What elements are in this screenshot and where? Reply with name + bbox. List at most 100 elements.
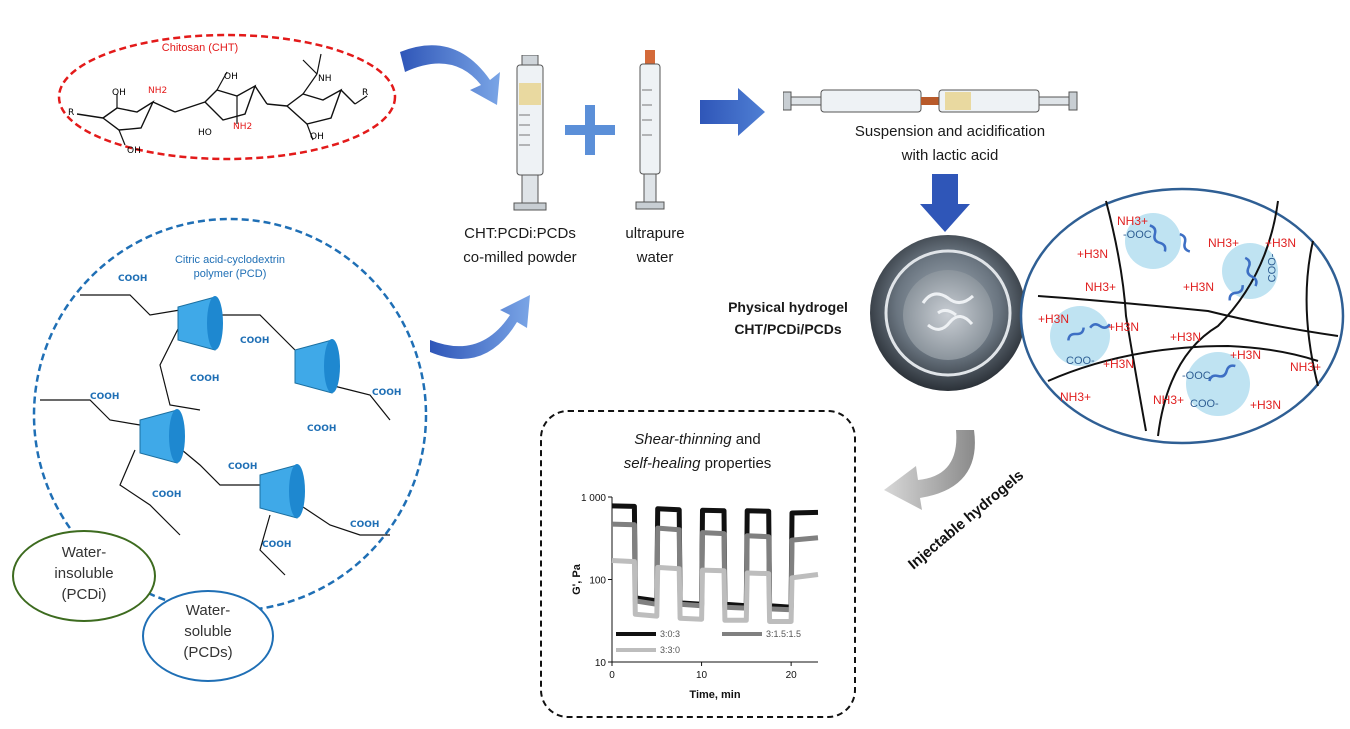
network-panel [1019, 187, 1345, 445]
suspension-label-line1: Suspension and acidification [854, 123, 1046, 140]
cooh-8: COOH [152, 490, 182, 500]
cooh-9: COOH [350, 520, 380, 530]
legend-label-2: 3:1.5:1.5 [766, 629, 801, 639]
nh3-label-4: NH3+ [1290, 360, 1322, 374]
ooc-label-2: -OOC [1182, 370, 1211, 382]
water-insoluble-bubble: Water- insoluble (PCDi) [12, 530, 156, 622]
x-tick-label: 0 [609, 670, 615, 681]
x-axis-label: Time, min [689, 689, 740, 701]
cooh-4: COOH [90, 392, 120, 402]
r-label-2: R [362, 88, 369, 98]
nh3-label-1: NH3+ [1117, 214, 1149, 228]
cyclodextrin-cone-4 [259, 464, 305, 519]
cooh-6: COOH [307, 424, 337, 434]
nh3-label-3: NH3+ [1085, 280, 1117, 294]
oh-label-2: OH [224, 72, 238, 82]
rheo-title-italic-1: Shear-thinning [634, 431, 732, 448]
down-arrow-icon [920, 174, 970, 232]
powder-label-line1: CHT:PCDi:PCDs [464, 225, 576, 242]
coo-label-1: COO- [1066, 355, 1095, 367]
oh-label-5: OH [310, 132, 324, 142]
hydrogel-label-line1: Physical hydrogel [728, 299, 848, 315]
y-axis-label: G', Pa [571, 563, 583, 595]
h3n-label-9: +H3N [1250, 398, 1282, 412]
powder-syringe-icon [513, 55, 547, 211]
cyclodextrin-cone-1 [177, 296, 223, 351]
nh3-label-6: NH3+ [1153, 393, 1185, 407]
rheology-title-line1: Shear-thinning and [560, 428, 835, 452]
y-tick-label: 100 [589, 576, 606, 587]
powder-label: CHT:PCDi:PCDs co-milled powder [440, 222, 600, 270]
plus-icon [565, 105, 615, 155]
pcd-title-line1: Citric acid-cyclodextrin [174, 254, 286, 266]
rheology-panel [540, 410, 856, 718]
y-tick-label: 1 000 [581, 493, 606, 504]
water-insoluble-text: Water- insoluble (PCDi) [14, 542, 154, 605]
nh3-label-5: NH3+ [1060, 390, 1092, 404]
nh2-label-a: NH2 [148, 86, 168, 96]
curved-arrow-top-icon [400, 45, 500, 105]
cooh-3: COOH [190, 374, 220, 384]
h3n-label-6: +H3N [1170, 330, 1202, 344]
oh-label-3: HO [198, 128, 212, 138]
connected-syringes-icon [783, 89, 1078, 113]
legend-label-1: 3:0:3 [660, 629, 680, 639]
oh-label-4: OH [127, 146, 141, 156]
ooc-label-1: -OOC [1123, 229, 1152, 241]
suspension-label-line2: with lactic acid [901, 147, 999, 164]
chitosan-title: Chitosan (CHT) [161, 42, 239, 54]
pcd-panel [32, 217, 428, 613]
y-tick-label: 10 [595, 658, 607, 669]
pcd-dashed-circle [32, 217, 428, 613]
r-label-1: R [68, 108, 75, 118]
rheo-title-rest-2: properties [700, 455, 772, 472]
water-label: ultrapure water [600, 222, 710, 270]
rheo-title-italic-2: self-healing [623, 455, 701, 472]
x-tick-label: 20 [786, 670, 798, 681]
cyclodextrin-cone-3 [139, 409, 185, 464]
soluble-line-2: soluble [184, 623, 232, 640]
soluble-line-1: Water- [185, 602, 231, 619]
insoluble-line-3: (PCDi) [61, 586, 107, 603]
nh3-label-2: NH3+ [1208, 236, 1240, 250]
hydrogel-label: Physical hydrogel CHT/PCDi/PCDs [708, 296, 868, 340]
chitosan-dashed-ellipse [57, 33, 397, 161]
suspension-label: Suspension and acidification with lactic… [820, 120, 1080, 168]
chitosan-ring-1 [102, 100, 155, 131]
h3n-label-2: +H3N [1077, 247, 1109, 261]
nh-label: NH [318, 74, 332, 84]
h3n-label-1: +H3N [1265, 236, 1297, 250]
coo-label-2: COO- [1190, 398, 1219, 410]
chitosan-panel [57, 33, 397, 161]
h3n-label-8: +H3N [1103, 357, 1135, 371]
chitosan-ring-3 [286, 88, 343, 125]
oh-label-1: OH [112, 88, 126, 98]
grey-curved-arrow-icon [884, 430, 975, 510]
pcd-title: Citric acid-cyclodextrin polymer (PCD) [160, 253, 300, 281]
h3n-label-3: +H3N [1183, 280, 1215, 294]
cooh-1: COOH [118, 274, 148, 284]
legend-label-3: 3:3:0 [660, 645, 680, 655]
cooh-10: COOH [262, 540, 292, 550]
cooh-5: COOH [372, 388, 402, 398]
hydrogel-vial-photo [870, 235, 1026, 391]
insoluble-line-1: Water- [61, 544, 107, 561]
coo-label-3: COO- [1266, 253, 1279, 283]
water-syringe-icon [635, 50, 665, 210]
cyclodextrin-cone-2 [294, 339, 340, 394]
rheo-title-rest-1: and [731, 431, 761, 448]
hydrogel-label-line2: CHT/PCDi/PCDs [734, 321, 842, 337]
cooh-2: COOH [240, 336, 270, 346]
insoluble-line-2: insoluble [54, 565, 114, 582]
water-label-line2: water [636, 249, 674, 266]
soluble-line-3: (PCDs) [183, 644, 233, 661]
right-arrow-icon [700, 88, 765, 136]
pcd-title-line2: polymer (PCD) [193, 268, 267, 280]
series-line-2 [611, 521, 819, 613]
h3n-label-7: +H3N [1230, 348, 1262, 362]
chitosan-ring-2 [204, 84, 257, 121]
water-soluble-text: Water- soluble (PCDs) [144, 600, 272, 663]
curved-arrow-bottom-icon [430, 295, 530, 359]
water-label-line1: ultrapure [625, 225, 685, 242]
